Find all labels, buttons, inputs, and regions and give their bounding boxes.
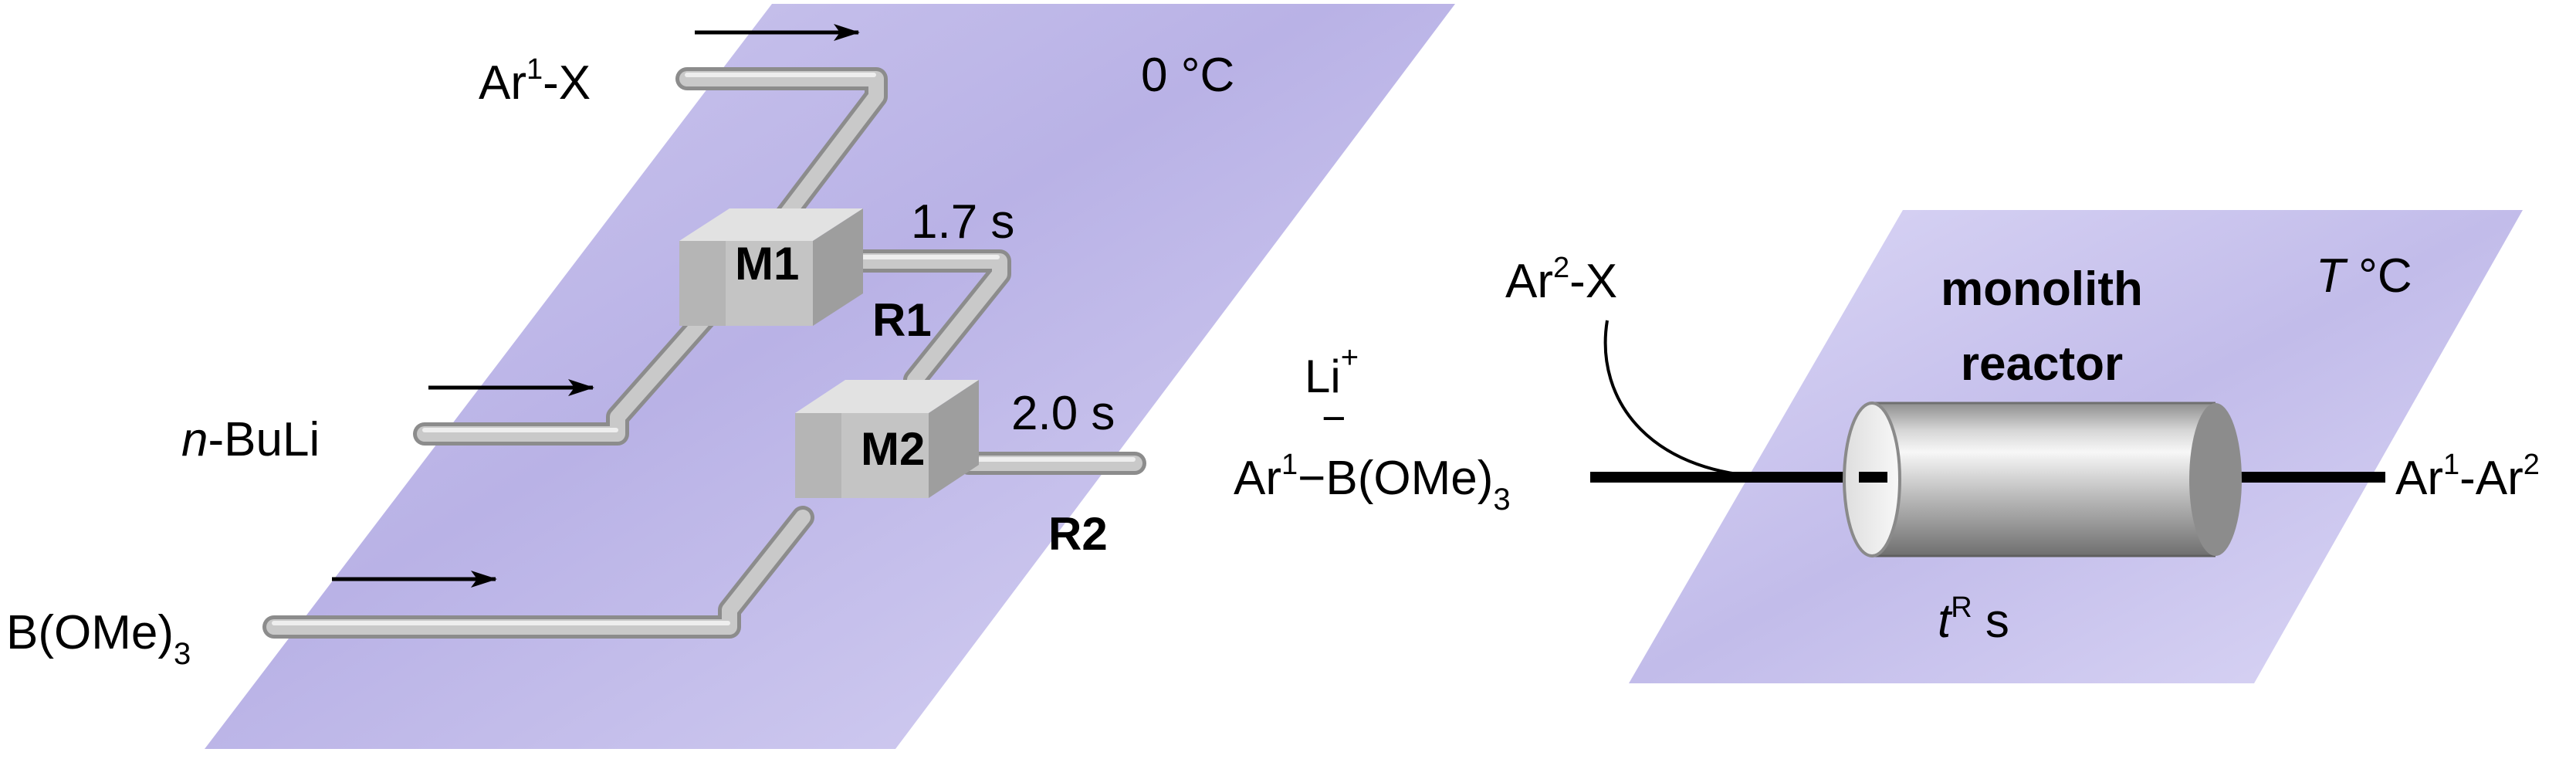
tube-nbuli [413, 305, 718, 446]
right-temperature-label: T °C [2316, 249, 2412, 303]
input-ar1x-label: Ar1-X [479, 53, 591, 110]
reactor-r1-label: R1 [872, 294, 932, 346]
mixer-m1-label: M1 [735, 238, 799, 290]
mixer-m1-cube [679, 208, 863, 326]
input-nbuli-label: n-BuLi [181, 413, 320, 466]
left-plane [205, 4, 1455, 749]
monolith-reactor-cylinder [1843, 402, 2242, 557]
intermediate-cation-label: Li+ [1305, 341, 1359, 402]
reagent-feed-line [1603, 320, 1780, 479]
tube-ar1x [675, 67, 888, 230]
left-temperature-label: 0 °C [1141, 49, 1234, 102]
reactor-r2-label: R2 [1048, 508, 1108, 560]
r2-time-label: 2.0 s [1011, 387, 1115, 440]
reactor-label-line1: monolith [1941, 263, 2143, 316]
reagent-ar2x-label: Ar2-X [1505, 252, 1617, 308]
product-label: Ar1-Ar2 [2395, 449, 2540, 505]
residence-time-label: tR s [1938, 591, 2009, 648]
intermediate-charge-label: − [1322, 395, 1346, 442]
tube-borate [262, 506, 814, 639]
intermediate-formula-label: Ar1−B(OMe)3 [1234, 449, 1511, 517]
input-borate-label: B(OMe)3 [6, 606, 191, 671]
tube-r1 [849, 249, 1011, 391]
mixer-m2-cube [795, 380, 979, 498]
reactor-label-line2: reactor [1961, 337, 2123, 391]
tube-r2 [957, 452, 1146, 475]
mixer-m2-label: M2 [861, 423, 925, 475]
r1-time-label: 1.7 s [911, 195, 1014, 249]
